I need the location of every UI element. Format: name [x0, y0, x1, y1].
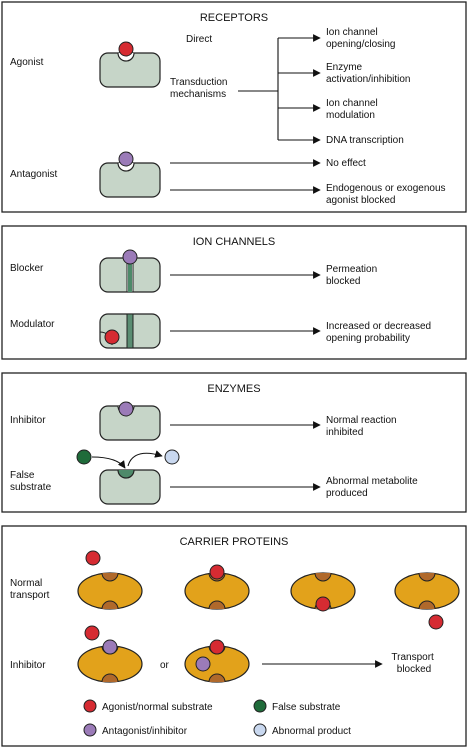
product-out-arrow — [127, 450, 163, 467]
antagonist-label: Antagonist — [10, 169, 57, 180]
legend-swatch-abnormal-product — [253, 723, 267, 737]
carrier-1-inner-pocket — [101, 600, 119, 610]
metabolizing-enzyme-pocket — [117, 469, 135, 479]
antagonist-molecule — [118, 151, 134, 167]
carrier-proteins-panel: CARRIER PROTEINS Normal transport Inhibi… — [1, 525, 467, 747]
enzyme-inhibitor-molecule — [118, 401, 134, 417]
legend-label-antagonist: Antagonist/inhibitor — [102, 726, 188, 737]
false-substrate-molecule — [76, 449, 92, 465]
receptors-panel: RECEPTORS Agonist Direct Transduction me… — [1, 1, 467, 213]
normal-transport-label: Normal transport — [10, 578, 50, 601]
legend-label-abnormal-product: Abnormal product — [272, 726, 351, 737]
outcome-reaction-inhibited: Normal reaction inhibited — [326, 415, 399, 438]
carrier-proteins-title: CARRIER PROTEINS — [180, 536, 289, 548]
enzymes-title: ENZYMES — [207, 383, 260, 395]
carrier-proteins-panel-border — [1, 525, 467, 747]
inhibitor-label: Inhibitor — [10, 415, 46, 426]
outcome-transport-blocked: Transport blocked — [391, 652, 436, 675]
ion-channels-panel: ION CHANNELS Blocker Permeation blocked … — [1, 225, 467, 360]
carrier-inhibitor-row-substrate — [84, 625, 100, 641]
transduction-label: Transduction mechanisms — [170, 77, 230, 100]
receptors-panel-border — [1, 1, 467, 213]
legend-label-false-substrate: False substrate — [272, 702, 341, 713]
carrier-substrate-approaching — [85, 550, 101, 566]
legend: Agonist/normal substrate False substrate… — [83, 699, 351, 737]
legend-swatch-false-substrate — [253, 699, 267, 713]
blocker-plug — [128, 264, 132, 292]
carrier-2-inner-pocket — [208, 600, 226, 610]
legend-swatch-agonist — [83, 699, 97, 713]
outcome-abnormal-metabolite: Abnormal metabolite produced — [326, 476, 421, 499]
carrier-substrate-released — [428, 614, 444, 630]
carrier-substrate-bound-inner — [315, 596, 331, 612]
outcome-ion-channel-modulation: Ion channel modulation — [326, 98, 381, 121]
enzymes-panel-border — [1, 372, 467, 513]
outcome-dna-transcription: DNA transcription — [326, 135, 404, 146]
blocker-label: Blocker — [10, 263, 44, 274]
outcome-ion-channel-opening: Ion channel opening/closing — [326, 27, 396, 50]
outcome-no-effect: No effect — [326, 158, 366, 169]
carrier-1-outer-pocket — [101, 572, 119, 582]
legend-swatch-antagonist — [83, 723, 97, 737]
direct-label: Direct — [186, 34, 212, 45]
receptors-title: RECEPTORS — [200, 12, 268, 24]
inhibited-carrier-1-inner-pocket — [101, 673, 119, 683]
ion-channels-panel-border — [1, 225, 467, 360]
outcome-opening-probability: Increased or decreased opening probabili… — [326, 321, 434, 344]
substrate-in-arrow — [91, 456, 126, 469]
carrier-4-inner-pocket — [418, 600, 436, 610]
legend-label-agonist: Agonist/normal substrate — [102, 702, 213, 713]
carrier-4-outer-pocket — [418, 572, 436, 582]
modulator-molecule — [104, 329, 120, 345]
modulator-channel-pore — [126, 313, 134, 349]
enzymes-panel: ENZYMES Inhibitor Normal reaction inhibi… — [1, 372, 467, 513]
outcome-permeation-blocked: Permeation blocked — [326, 264, 380, 287]
false-substrate-label: False substrate — [10, 470, 52, 493]
carrier-bound-substrate-2 — [209, 639, 225, 655]
inhibited-carrier-2-inner-pocket — [208, 673, 226, 683]
outcome-enzyme-activation: Enzyme activation/inhibition — [326, 62, 411, 85]
carrier-3-outer-pocket — [314, 572, 332, 582]
or-label: or — [160, 660, 170, 671]
carrier-inhibitor-molecule-2 — [195, 656, 211, 672]
carrier-inhibitor-label: Inhibitor — [10, 660, 46, 671]
ion-channels-title: ION CHANNELS — [193, 236, 276, 248]
modulator-label: Modulator — [10, 319, 55, 330]
abnormal-product-molecule — [164, 449, 180, 465]
carrier-inhibitor-molecule-1 — [102, 639, 118, 655]
blocker-molecule — [122, 249, 138, 265]
agonist-label: Agonist — [10, 57, 44, 68]
agonist-molecule — [118, 41, 134, 57]
outcome-agonist-blocked: Endogenous or exogenous agonist blocked — [326, 183, 448, 206]
carrier-substrate-bound-outer — [209, 564, 225, 580]
